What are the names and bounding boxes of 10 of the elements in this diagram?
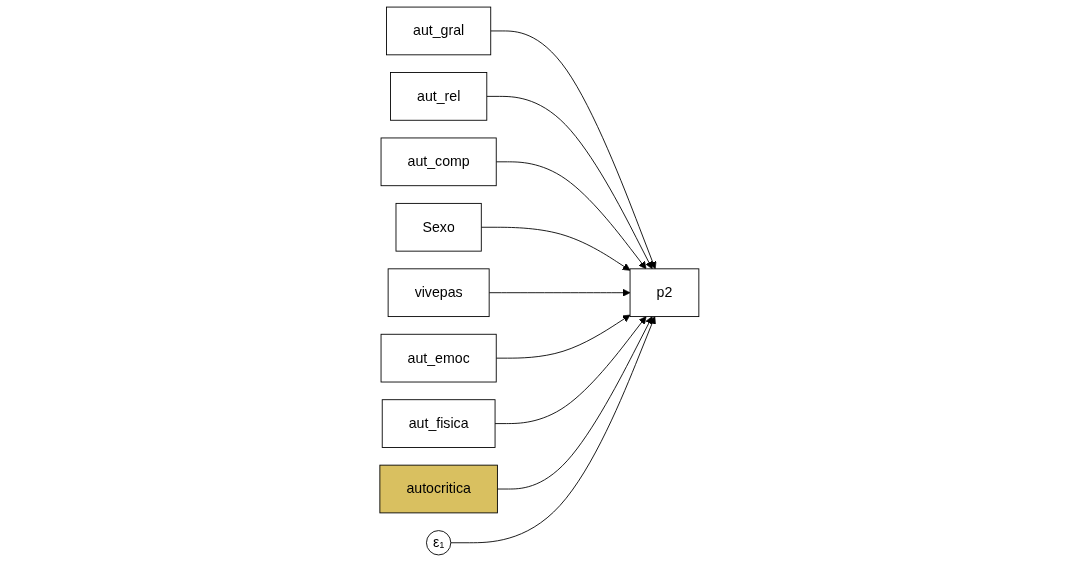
node-box: aut_fisica — [381, 399, 496, 448]
node-box: aut_emoc — [380, 333, 497, 383]
node-circle: ε₁ — [426, 530, 452, 556]
node-box: autocritica — [379, 464, 498, 514]
node-box: p2 — [629, 268, 700, 317]
node-box: aut_rel — [390, 72, 488, 121]
node-box: aut_gral — [386, 6, 492, 56]
node-box: aut_comp — [380, 137, 497, 187]
node-box: vivepas — [387, 268, 490, 317]
node-box: Sexo — [395, 202, 482, 252]
